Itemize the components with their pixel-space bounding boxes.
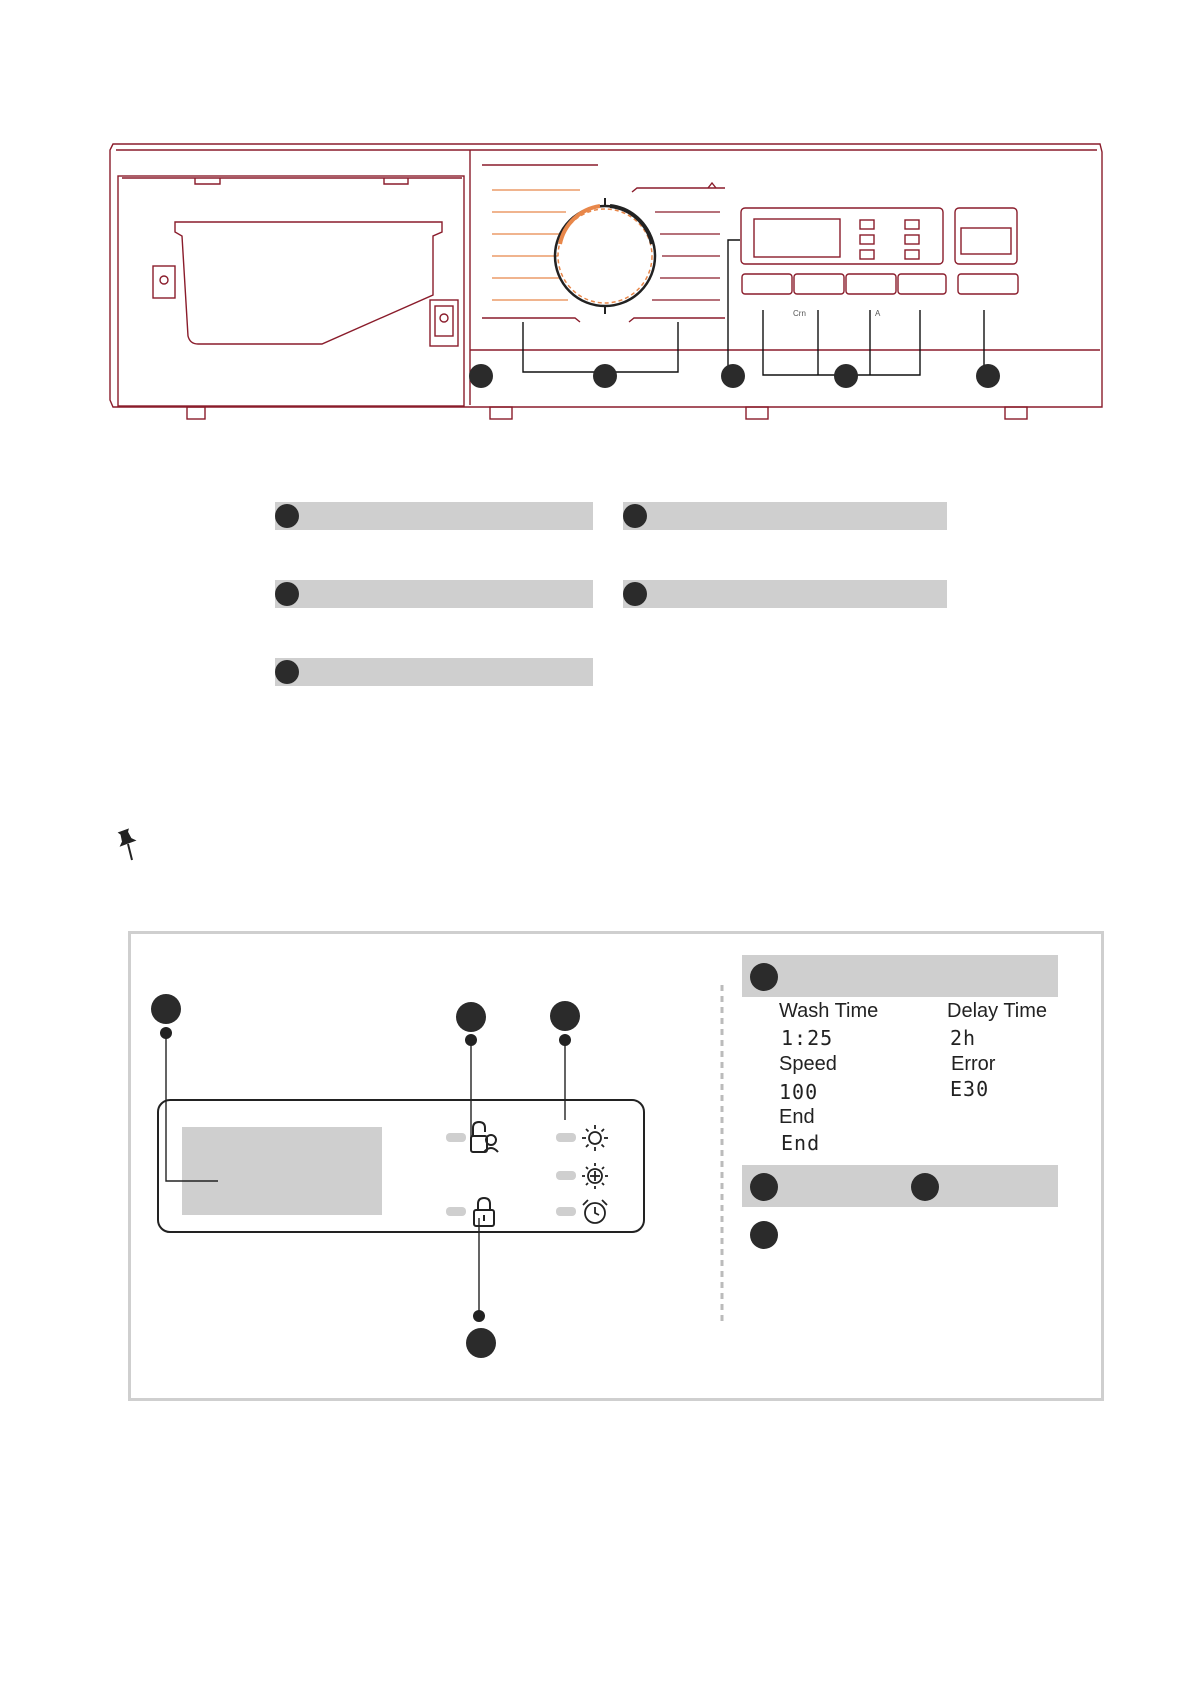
button-label-2: A: [875, 309, 881, 318]
delay-time-value: 2h: [950, 1026, 977, 1050]
wash-time-value: 1:25: [781, 1026, 834, 1050]
legend-dot-3: [275, 582, 299, 606]
sun-plus-icon: [582, 1163, 608, 1189]
end-label: End: [779, 1106, 815, 1128]
legend-row-1: [275, 502, 593, 530]
legend-dot-5: [275, 660, 299, 684]
delay-time-label: Delay Time: [947, 1000, 1048, 1022]
legend-dot-4: [623, 582, 647, 606]
error-value: E30: [950, 1077, 990, 1101]
legend-row-5: [275, 658, 593, 686]
wash-time-label: Wash Time: [779, 1000, 879, 1022]
control-panel-diagram: [109, 143, 1103, 420]
speed-label: Speed: [779, 1053, 837, 1075]
legend-row-3: [275, 580, 593, 608]
legend-dot-1: [275, 504, 299, 528]
sun-icon: [582, 1125, 608, 1151]
legend-row-4: [623, 580, 947, 608]
alarm-clock-icon: [582, 1199, 608, 1224]
child-lock-icon: [470, 1120, 499, 1153]
legend-dot-2: [623, 504, 647, 528]
button-label-1: Crn: [793, 309, 806, 318]
pushpin-icon: [117, 828, 137, 861]
error-label: Error: [951, 1053, 996, 1075]
speed-value: 100: [779, 1080, 819, 1104]
legend-row-2: [623, 502, 947, 530]
end-value: End: [781, 1131, 821, 1155]
display-detail-box: [128, 931, 1104, 1401]
lock-icon: [473, 1196, 495, 1227]
